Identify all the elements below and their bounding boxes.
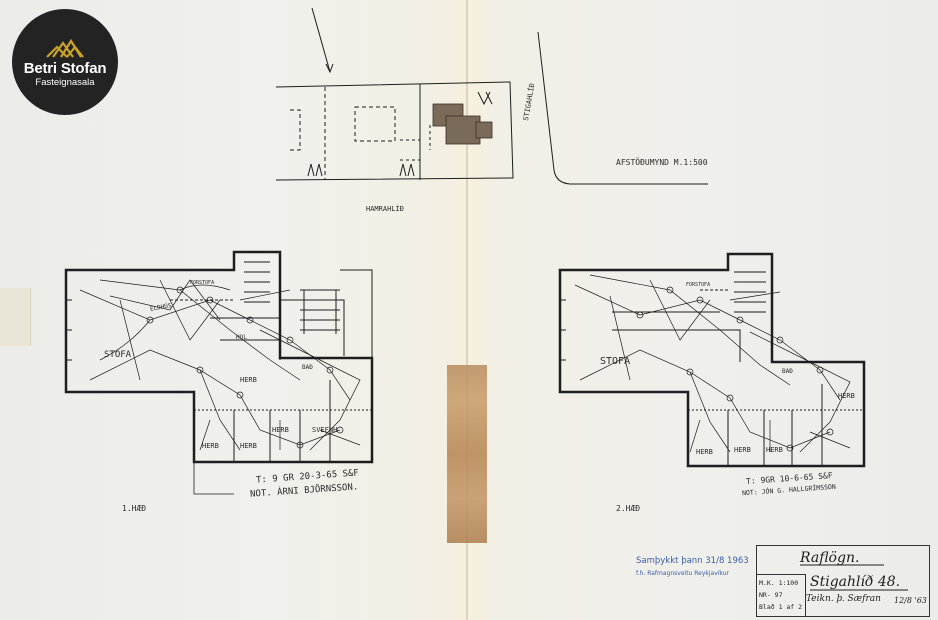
site-plan-scale-label: AFSTÖÐUMYND M.1:500 [616, 158, 708, 167]
title-block-sheet: Blað 1 af 2 [759, 603, 803, 611]
logo-mark-icon [46, 38, 84, 58]
stamp-line1: Samþykkt þann 31/8 1963 [636, 556, 749, 566]
logo-subtitle: Fasteignasala [35, 76, 95, 88]
title-block-scale: M.K. 1:100 [759, 579, 799, 587]
floor2-room-herb3: HERB [766, 446, 783, 454]
title-block: M.K. 1:100 NR- 97 Blað 1 af 2 [756, 545, 930, 617]
floor1-room-hol: HOL [236, 334, 247, 341]
adhesive-tape-strip [447, 365, 487, 543]
drawing-title: Raflögn. [800, 550, 860, 566]
floor2-room-herb1: HERB [696, 448, 713, 456]
floor2-room-herb2: HERB [734, 446, 751, 454]
floor1-room-herb3: HERB [240, 442, 257, 450]
logo-name: Betri Stofan [23, 59, 107, 77]
floor2-room-bad: BAÐ [782, 368, 793, 375]
floor2-room-herb4: HERB [838, 392, 855, 400]
floor2-label: 2.HÆÐ [616, 504, 641, 513]
floor1-room-herb2: HERB [202, 442, 219, 450]
floor2-room-forst: FORSTOFA [686, 282, 711, 288]
street-label-bottom: HAMRAHLÍÐ [366, 205, 404, 213]
site-plan [275, 7, 708, 185]
floor1-room-bad: BAÐ [302, 364, 313, 371]
floor1-room-herb1: HERB [240, 376, 257, 384]
paper-edge-strip [0, 288, 31, 346]
floor1-room-herb4: HERB [272, 426, 289, 434]
stamp-line2: f.h. Rafmagnsveitu Reykjavíkur [636, 570, 729, 577]
floor1-room-forst: FORSTOFA [190, 280, 215, 286]
floor2-room-stofa: STOFA [600, 356, 631, 367]
drawing-address: Stigahlíð 48. [810, 574, 901, 590]
floor1-label: 1.HÆÐ [122, 504, 147, 513]
drawing-date: 12/8 '63 [894, 596, 927, 605]
approval-stamp: Samþykkt þann 31/8 1963 f.h. Rafmagnsvei… [636, 556, 749, 577]
sheet-fold-line [466, 0, 468, 620]
floor1-room-stofa: STOFA [104, 350, 132, 360]
title-block-number: NR- 97 [759, 591, 783, 599]
floor1-room-svefnh: SVEFNH [312, 426, 338, 434]
drawing-drafter: Teikn. þ. Sæfran [806, 594, 881, 604]
floor2-plan [558, 252, 866, 468]
company-logo: Betri Stofan Fasteignasala [12, 9, 118, 115]
title-block-meta: M.K. 1:100 NR- 97 Blað 1 af 2 [757, 574, 806, 617]
floor1-plan [64, 250, 374, 495]
